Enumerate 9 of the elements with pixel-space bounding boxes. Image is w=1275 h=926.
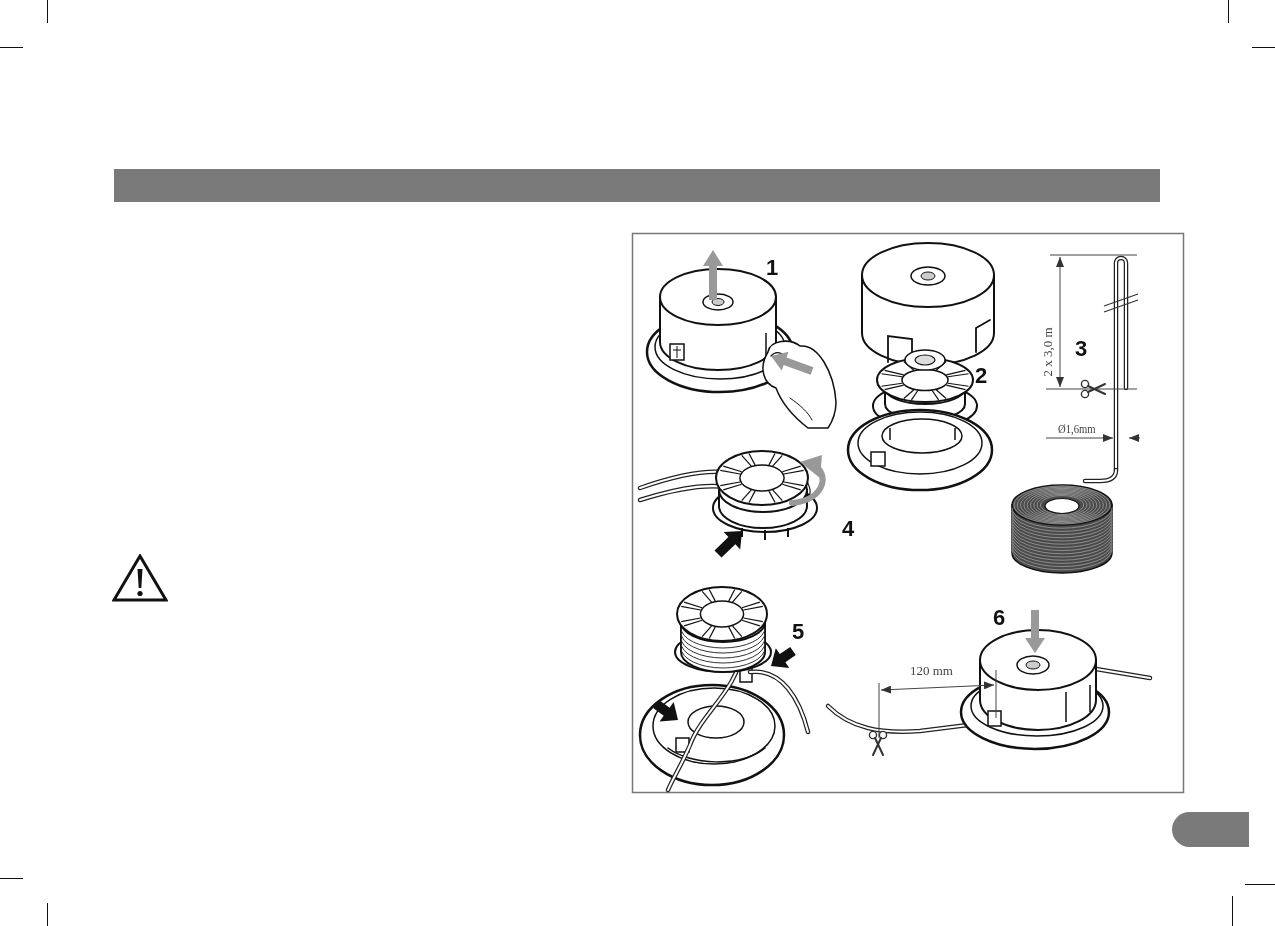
dimension-label: 120 mm [910,664,953,677]
step-number: 3 [1075,340,1088,358]
step-number: 5 [792,623,805,641]
step-number: 1 [766,259,779,277]
step-number: 6 [993,609,1006,627]
dimension-label: Ø1,6mm [1058,422,1096,435]
dimension-label: 2 x 3,0 m [1040,327,1054,377]
step-number: 2 [975,367,988,385]
step-number: 4 [842,520,855,538]
